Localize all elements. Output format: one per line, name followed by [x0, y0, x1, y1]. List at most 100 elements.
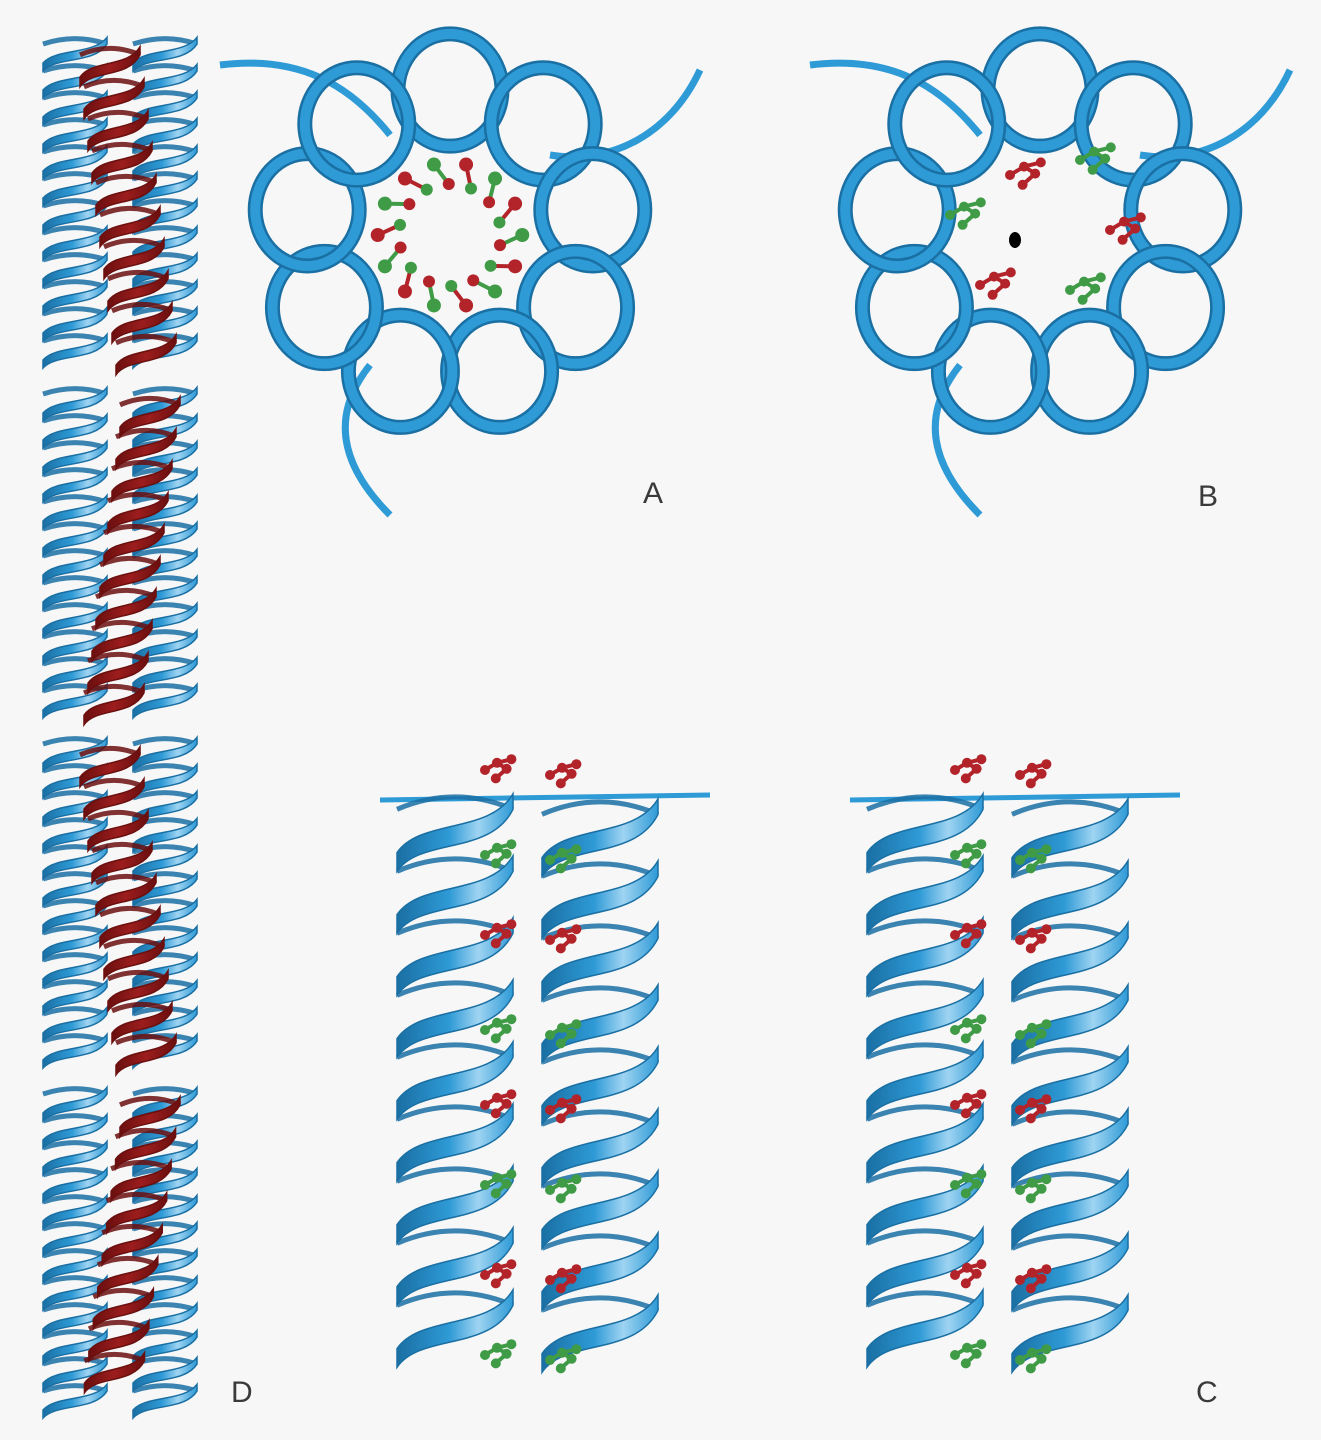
helix-back-strand: [43, 336, 107, 341]
helix-back-strand: [43, 255, 107, 260]
helix-back-strand: [100, 558, 160, 564]
residue-green: [1065, 272, 1106, 304]
helix-back-strand: [80, 748, 140, 754]
helix-back-strand: [98, 1258, 158, 1264]
residue-red: [480, 754, 516, 783]
helix-back-strand: [102, 1226, 162, 1232]
helix-back-strand: [43, 928, 107, 933]
helix-back-strand: [43, 1332, 107, 1337]
helix-back-strand: [542, 1050, 658, 1062]
panel-c-side-view-right: [850, 754, 1180, 1373]
helix-back-strand: [43, 228, 107, 233]
helix-back-strand: [43, 120, 107, 125]
coil-loop: [491, 68, 595, 180]
helix-back-strand: [133, 739, 197, 744]
helix-back-strand: [43, 1143, 107, 1148]
helix-back-strand: [43, 551, 107, 556]
coil-loop: [448, 315, 552, 427]
helix-back-strand: [867, 1045, 983, 1057]
helix-back-strand: [84, 780, 144, 786]
helix-back-strand: [43, 524, 107, 529]
helix-back-strand: [43, 1009, 107, 1014]
helix-back-strand: [92, 622, 152, 628]
helix-back-strand: [133, 1386, 197, 1391]
coil-loop: [305, 68, 409, 180]
panel-c-side-view-left: [380, 754, 710, 1373]
residue-green: [545, 1174, 581, 1203]
helix-back-strand: [1012, 1050, 1128, 1062]
helix-back-strand: [133, 766, 197, 771]
helix-back-strand: [92, 844, 152, 850]
helix-back-strand: [93, 1290, 153, 1296]
helix-back-strand: [133, 793, 197, 798]
residue-green: [950, 1339, 986, 1368]
coil-loop: [895, 68, 999, 180]
helix-back-strand: [43, 1305, 107, 1310]
residue-atom: [483, 196, 495, 208]
helix-back-strand: [43, 309, 107, 314]
panel-label-d: D: [231, 1376, 253, 1409]
helix-blue-left: [43, 387, 107, 718]
helix-back-strand: [43, 955, 107, 960]
residue-green: [1015, 1174, 1051, 1203]
residue-atom: [494, 239, 506, 251]
helix-back-strand: [84, 686, 144, 692]
helix-back-strand: [867, 1231, 983, 1243]
helix-back-strand: [1012, 988, 1128, 1000]
residue-atom: [485, 260, 497, 272]
helix-back-strand: [43, 820, 107, 825]
helix-back-strand: [133, 93, 197, 98]
helix-back-strand: [43, 1036, 107, 1041]
helix-back-strand: [43, 739, 107, 744]
helix-back-strand: [96, 590, 156, 596]
helix-back-strand: [542, 1298, 658, 1310]
helix-back-strand: [43, 282, 107, 287]
helix-back-strand: [43, 1224, 107, 1229]
helix-back-strand: [88, 112, 148, 118]
helix-back-strand: [43, 605, 107, 610]
helix-back-strand: [43, 1359, 107, 1364]
panel-label-c: C: [1196, 1376, 1218, 1409]
helix-back-strand: [867, 1293, 983, 1305]
helix-back-strand: [43, 632, 107, 637]
helix-back-strand: [133, 39, 197, 44]
helix-back-strand: [100, 208, 160, 214]
residue-atom: [493, 216, 505, 228]
helix-back-strand: [43, 1170, 107, 1175]
coil-loop: [1038, 315, 1142, 427]
center-marker: [1009, 232, 1021, 248]
helix-back-strand: [43, 1251, 107, 1256]
helix-back-strand: [133, 201, 197, 206]
helix-back-strand: [43, 1089, 107, 1094]
helix-back-strand: [133, 1089, 197, 1094]
helix-back-strand: [133, 551, 197, 556]
helix-back-strand: [43, 39, 107, 44]
helix-back-strand: [100, 908, 160, 914]
panel-label-a: A: [643, 477, 663, 510]
helix-back-strand: [43, 793, 107, 798]
helix-back-strand: [397, 983, 513, 995]
helix-back-strand: [133, 901, 197, 906]
panel-b-top-view: [810, 34, 1290, 515]
helix-back-strand: [88, 654, 148, 660]
helix-back-strand: [43, 93, 107, 98]
helix-back-strand: [43, 578, 107, 583]
residue-atom: [423, 275, 435, 287]
helix-back-strand: [92, 144, 152, 150]
residue-atom: [405, 262, 417, 274]
helix-back-strand: [104, 940, 164, 946]
helix-back-strand: [89, 1322, 149, 1328]
residue-atom: [403, 198, 415, 210]
helix-back-strand: [43, 389, 107, 394]
coil-loop: [1081, 68, 1185, 180]
helix-back-strand: [96, 176, 156, 182]
helix-back-strand: [542, 1236, 658, 1248]
helix-back-strand: [1012, 1298, 1128, 1310]
helix-back-strand: [43, 443, 107, 448]
helix-blue-right: [133, 1087, 197, 1418]
helix-back-strand: [397, 1045, 513, 1057]
residue-red: [1005, 157, 1046, 189]
helix-back-strand: [1012, 1236, 1128, 1248]
helix-back-strand: [43, 982, 107, 987]
